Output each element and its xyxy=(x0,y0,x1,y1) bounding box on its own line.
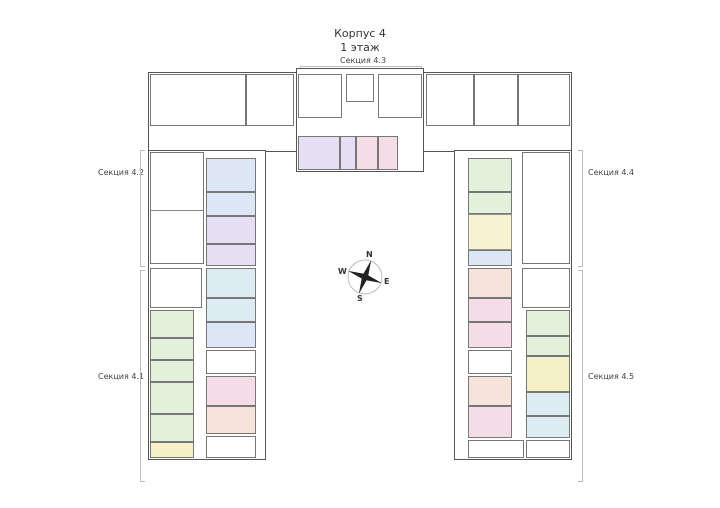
stair-core xyxy=(346,74,374,102)
apartment xyxy=(298,136,340,170)
apartment xyxy=(206,216,256,244)
apartment xyxy=(206,298,256,322)
apartment xyxy=(206,192,256,216)
commercial-room xyxy=(426,74,474,126)
section-brace-4-2 xyxy=(140,150,145,267)
commercial-room xyxy=(378,74,422,118)
stair-core xyxy=(468,350,512,374)
commercial-room xyxy=(522,152,570,264)
apartment xyxy=(356,136,378,170)
commercial-room xyxy=(468,440,524,458)
apartment xyxy=(206,406,256,434)
commercial-room xyxy=(150,152,204,264)
apartment xyxy=(468,376,512,406)
commercial-room xyxy=(522,268,570,308)
apartment xyxy=(468,322,512,348)
apartment xyxy=(150,442,194,458)
section-label-4-5: Секция 4.5 xyxy=(588,372,635,381)
apartment xyxy=(378,136,398,170)
compass-west: W xyxy=(338,267,347,276)
commercial-room xyxy=(206,436,256,458)
apartment xyxy=(150,338,194,360)
section-label-4-3: Секция 4.3 xyxy=(340,56,387,65)
section-label-4-2: Секция 4.2 xyxy=(98,168,145,177)
commercial-room xyxy=(150,74,246,126)
apartment xyxy=(150,360,194,382)
apartment xyxy=(526,392,570,416)
compass-icon xyxy=(347,259,383,295)
apartment xyxy=(468,298,512,322)
building-title: Корпус 4 xyxy=(334,27,386,40)
section-brace-4-5 xyxy=(578,270,583,482)
apartment xyxy=(206,244,256,266)
apartment xyxy=(206,322,256,348)
commercial-room xyxy=(526,440,570,458)
apartment xyxy=(468,250,512,266)
apartment xyxy=(150,310,194,338)
commercial-room xyxy=(298,74,342,118)
apartment xyxy=(468,268,512,298)
compass-north: N xyxy=(366,250,373,259)
compass-south: S xyxy=(357,294,363,303)
apartment xyxy=(150,382,194,414)
commercial-room xyxy=(474,74,518,126)
section-label-4-4: Секция 4.4 xyxy=(588,168,635,177)
apartment xyxy=(468,214,512,250)
apartment xyxy=(340,136,356,170)
section-brace-4-4 xyxy=(578,150,583,267)
apartment xyxy=(468,158,512,192)
apartment xyxy=(206,376,256,406)
section-label-4-1: Секция 4.1 xyxy=(98,372,145,381)
apartment xyxy=(468,192,512,214)
apartment xyxy=(526,310,570,336)
apartment xyxy=(150,414,194,442)
compass-rose: N S E W xyxy=(338,250,392,304)
apartment xyxy=(526,416,570,438)
apartment xyxy=(526,356,570,392)
commercial-room xyxy=(518,74,570,126)
compass-east: E xyxy=(384,277,390,286)
apartment xyxy=(206,268,256,298)
commercial-room xyxy=(150,268,202,308)
apartment xyxy=(206,158,256,192)
section-brace-4-1 xyxy=(140,270,145,482)
commercial-room xyxy=(246,74,294,126)
floor-title: 1 этаж xyxy=(340,41,380,54)
stair-core xyxy=(206,350,256,374)
apartment xyxy=(468,406,512,438)
apartment xyxy=(526,336,570,356)
